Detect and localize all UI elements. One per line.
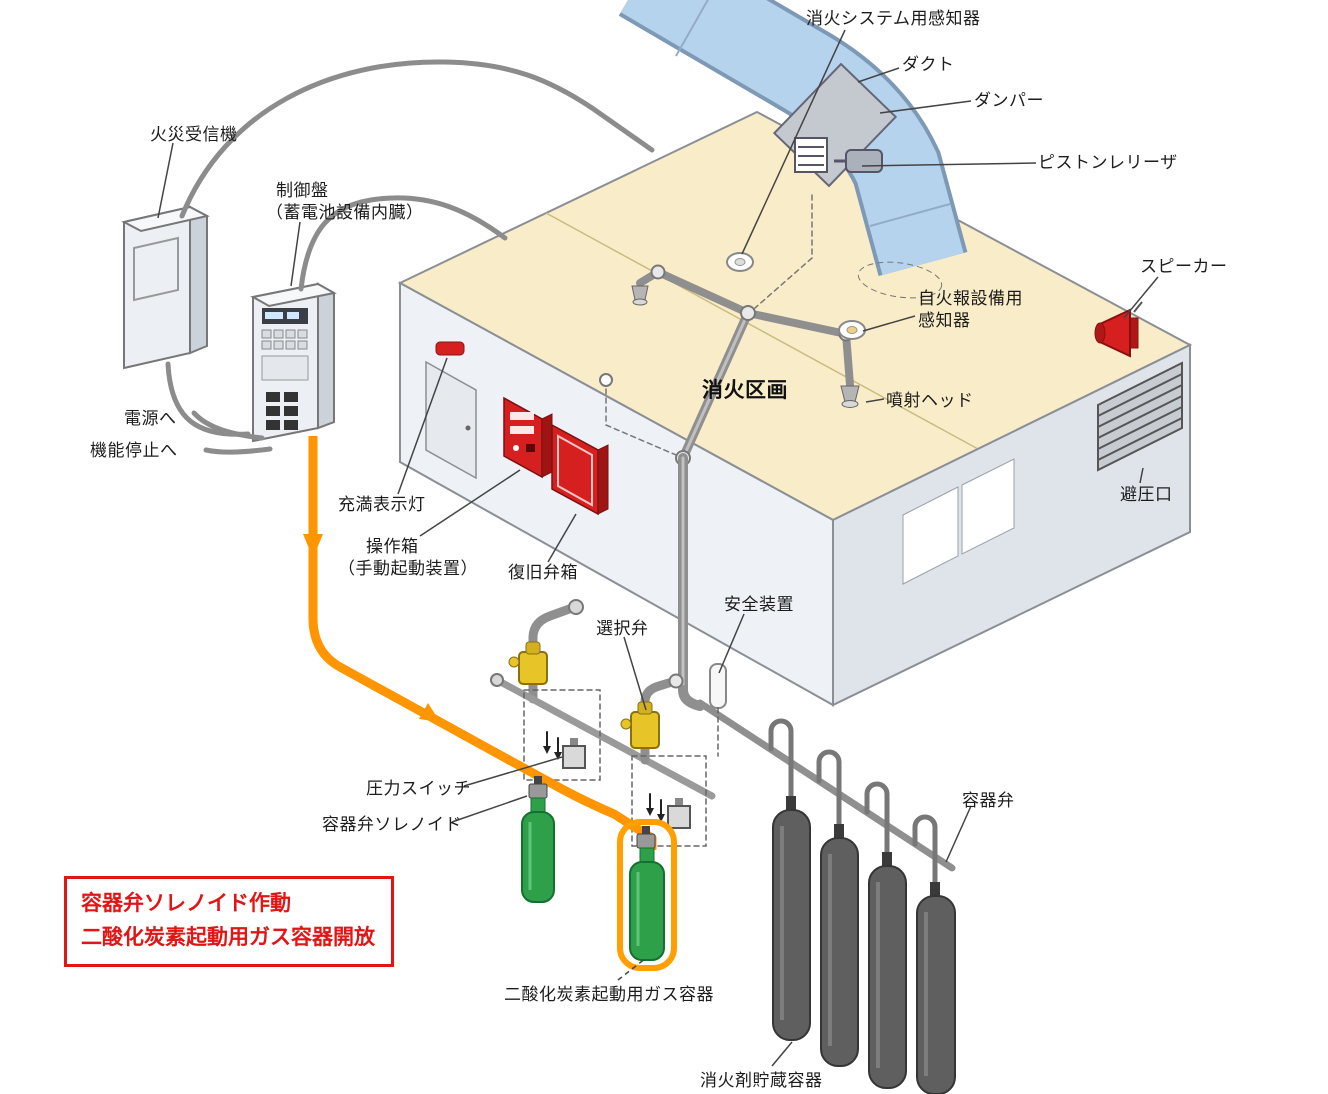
label-pressure-switch: 圧力スイッチ	[366, 779, 471, 799]
zone-partition-line	[545, 212, 979, 450]
control-tubing-1	[523, 689, 601, 781]
label-operation-box-sub: （手動起動装置）	[338, 559, 478, 579]
pipe-junction	[740, 305, 756, 321]
label-auto-alarm-detector-sub: 感知器	[918, 311, 971, 331]
label-control-panel: 制御盤	[276, 181, 329, 201]
label-fire-zone: 消火区画	[702, 378, 788, 402]
gas-cylinders	[521, 776, 956, 1094]
function-stop-wire	[203, 446, 273, 455]
label-container-valve-solenoid: 容器弁ソレノイド	[322, 815, 462, 835]
door	[425, 360, 477, 480]
label-fire-receiver: 火災受信機	[150, 125, 238, 145]
activation-callout-line1: 容器弁ソレノイド作動	[81, 891, 291, 915]
pressure-switch-2	[646, 793, 691, 829]
pressure-relief-vent	[1097, 361, 1183, 472]
pilot-cylinder-1	[521, 776, 555, 903]
pilot-cylinder-2	[617, 819, 677, 971]
duct-seam	[675, 0, 709, 57]
full-indicator-lamp	[435, 341, 465, 356]
activation-arrow-2	[419, 703, 440, 722]
storage-cylinder-3	[868, 852, 907, 1089]
recovery-valve-box-unit	[551, 423, 609, 516]
control-tubing-2	[631, 755, 707, 847]
activation-signal-path	[303, 436, 657, 850]
door-knob	[465, 425, 471, 431]
auto-alarm-detector-dome	[838, 320, 866, 340]
cylinder-loop-4	[912, 814, 938, 893]
building	[397, 110, 1193, 707]
selector-valve-2-unit	[620, 701, 660, 749]
activation-glow	[617, 819, 677, 971]
window-1	[902, 486, 959, 585]
label-speaker: スピーカー	[1140, 257, 1228, 277]
zone-pipe-1	[528, 603, 577, 657]
manifold-piping	[490, 453, 956, 893]
label-full-indicator-lamp: 充満表示灯	[338, 495, 426, 515]
cylinder-loop-3	[864, 781, 890, 861]
spray-head-1	[631, 285, 649, 306]
storage-manifold	[696, 699, 956, 872]
label-agent-storage: 消火剤貯蔵容器	[700, 1071, 823, 1091]
container-valve-solenoid-2	[642, 826, 650, 836]
roof-piping	[599, 194, 866, 466]
label-pressure-relief: 避圧口	[1120, 485, 1173, 505]
label-duct: ダクト	[902, 55, 955, 75]
operation-box	[503, 396, 553, 479]
label-co2-starting-container: 二酸化炭素起動用ガス容器	[504, 985, 714, 1005]
wiring	[165, 59, 655, 455]
label-container-valve: 容器弁	[962, 791, 1015, 811]
storage-cylinder-2	[820, 824, 859, 1067]
detector-wire	[605, 379, 684, 459]
label-spray-head: 噴射ヘッド	[886, 391, 974, 411]
cylinder-loop-2	[816, 749, 842, 833]
speaker-horn	[1094, 301, 1143, 358]
duct-seam	[869, 203, 951, 227]
panel-to-building-wire	[298, 195, 508, 292]
pressure-switch-1	[543, 731, 586, 769]
roof-penetration-outline	[857, 261, 943, 299]
activation-arrow-1	[303, 534, 323, 558]
label-auto-alarm-detector: 自火報設備用	[918, 289, 1023, 309]
label-control-panel-sub: （蓄電池設備内臓）	[266, 203, 424, 223]
storage-cylinder-1	[772, 796, 811, 1041]
safety-device-unit	[709, 663, 727, 709]
receiver-to-building-wire	[179, 59, 655, 219]
damper-louver-window	[794, 137, 828, 173]
spray-head-2	[840, 385, 860, 408]
label-to-power: 電源へ	[124, 409, 177, 429]
window-2	[961, 458, 1015, 555]
label-selector-valve: 選択弁	[596, 619, 649, 639]
control-panel-unit	[250, 282, 337, 443]
leader-lines	[157, 29, 1159, 1067]
duct-assembly	[618, 0, 968, 299]
label-recovery-valve-box: 復旧弁箱	[508, 563, 578, 583]
damper-control-wire	[754, 194, 813, 309]
pilot-manifold	[493, 676, 716, 800]
container-valve-solenoid-1	[534, 776, 542, 786]
activation-callout: 容器弁ソレノイド作動 二酸化炭素起動用ガス容器開放	[64, 876, 394, 968]
fire-receiver-unit	[121, 205, 210, 370]
label-to-function-stop: 機能停止へ	[90, 441, 178, 461]
cylinder-loop-1	[768, 718, 794, 805]
activation-callout-line2: 二酸化炭素起動用ガス容器開放	[81, 924, 375, 949]
label-damper: ダンパー	[974, 91, 1044, 111]
label-operation-box: 操作箱	[366, 537, 419, 557]
selector-valve-1-unit	[508, 641, 548, 685]
storage-cylinder-4	[916, 882, 956, 1094]
system-detector-dome	[726, 252, 754, 272]
power-wire	[191, 410, 265, 441]
label-system-detector: 消火システム用感知器	[806, 9, 981, 29]
label-safety-device: 安全装置	[724, 595, 794, 615]
label-piston-releaser: ピストンレリーザ	[1038, 153, 1178, 173]
